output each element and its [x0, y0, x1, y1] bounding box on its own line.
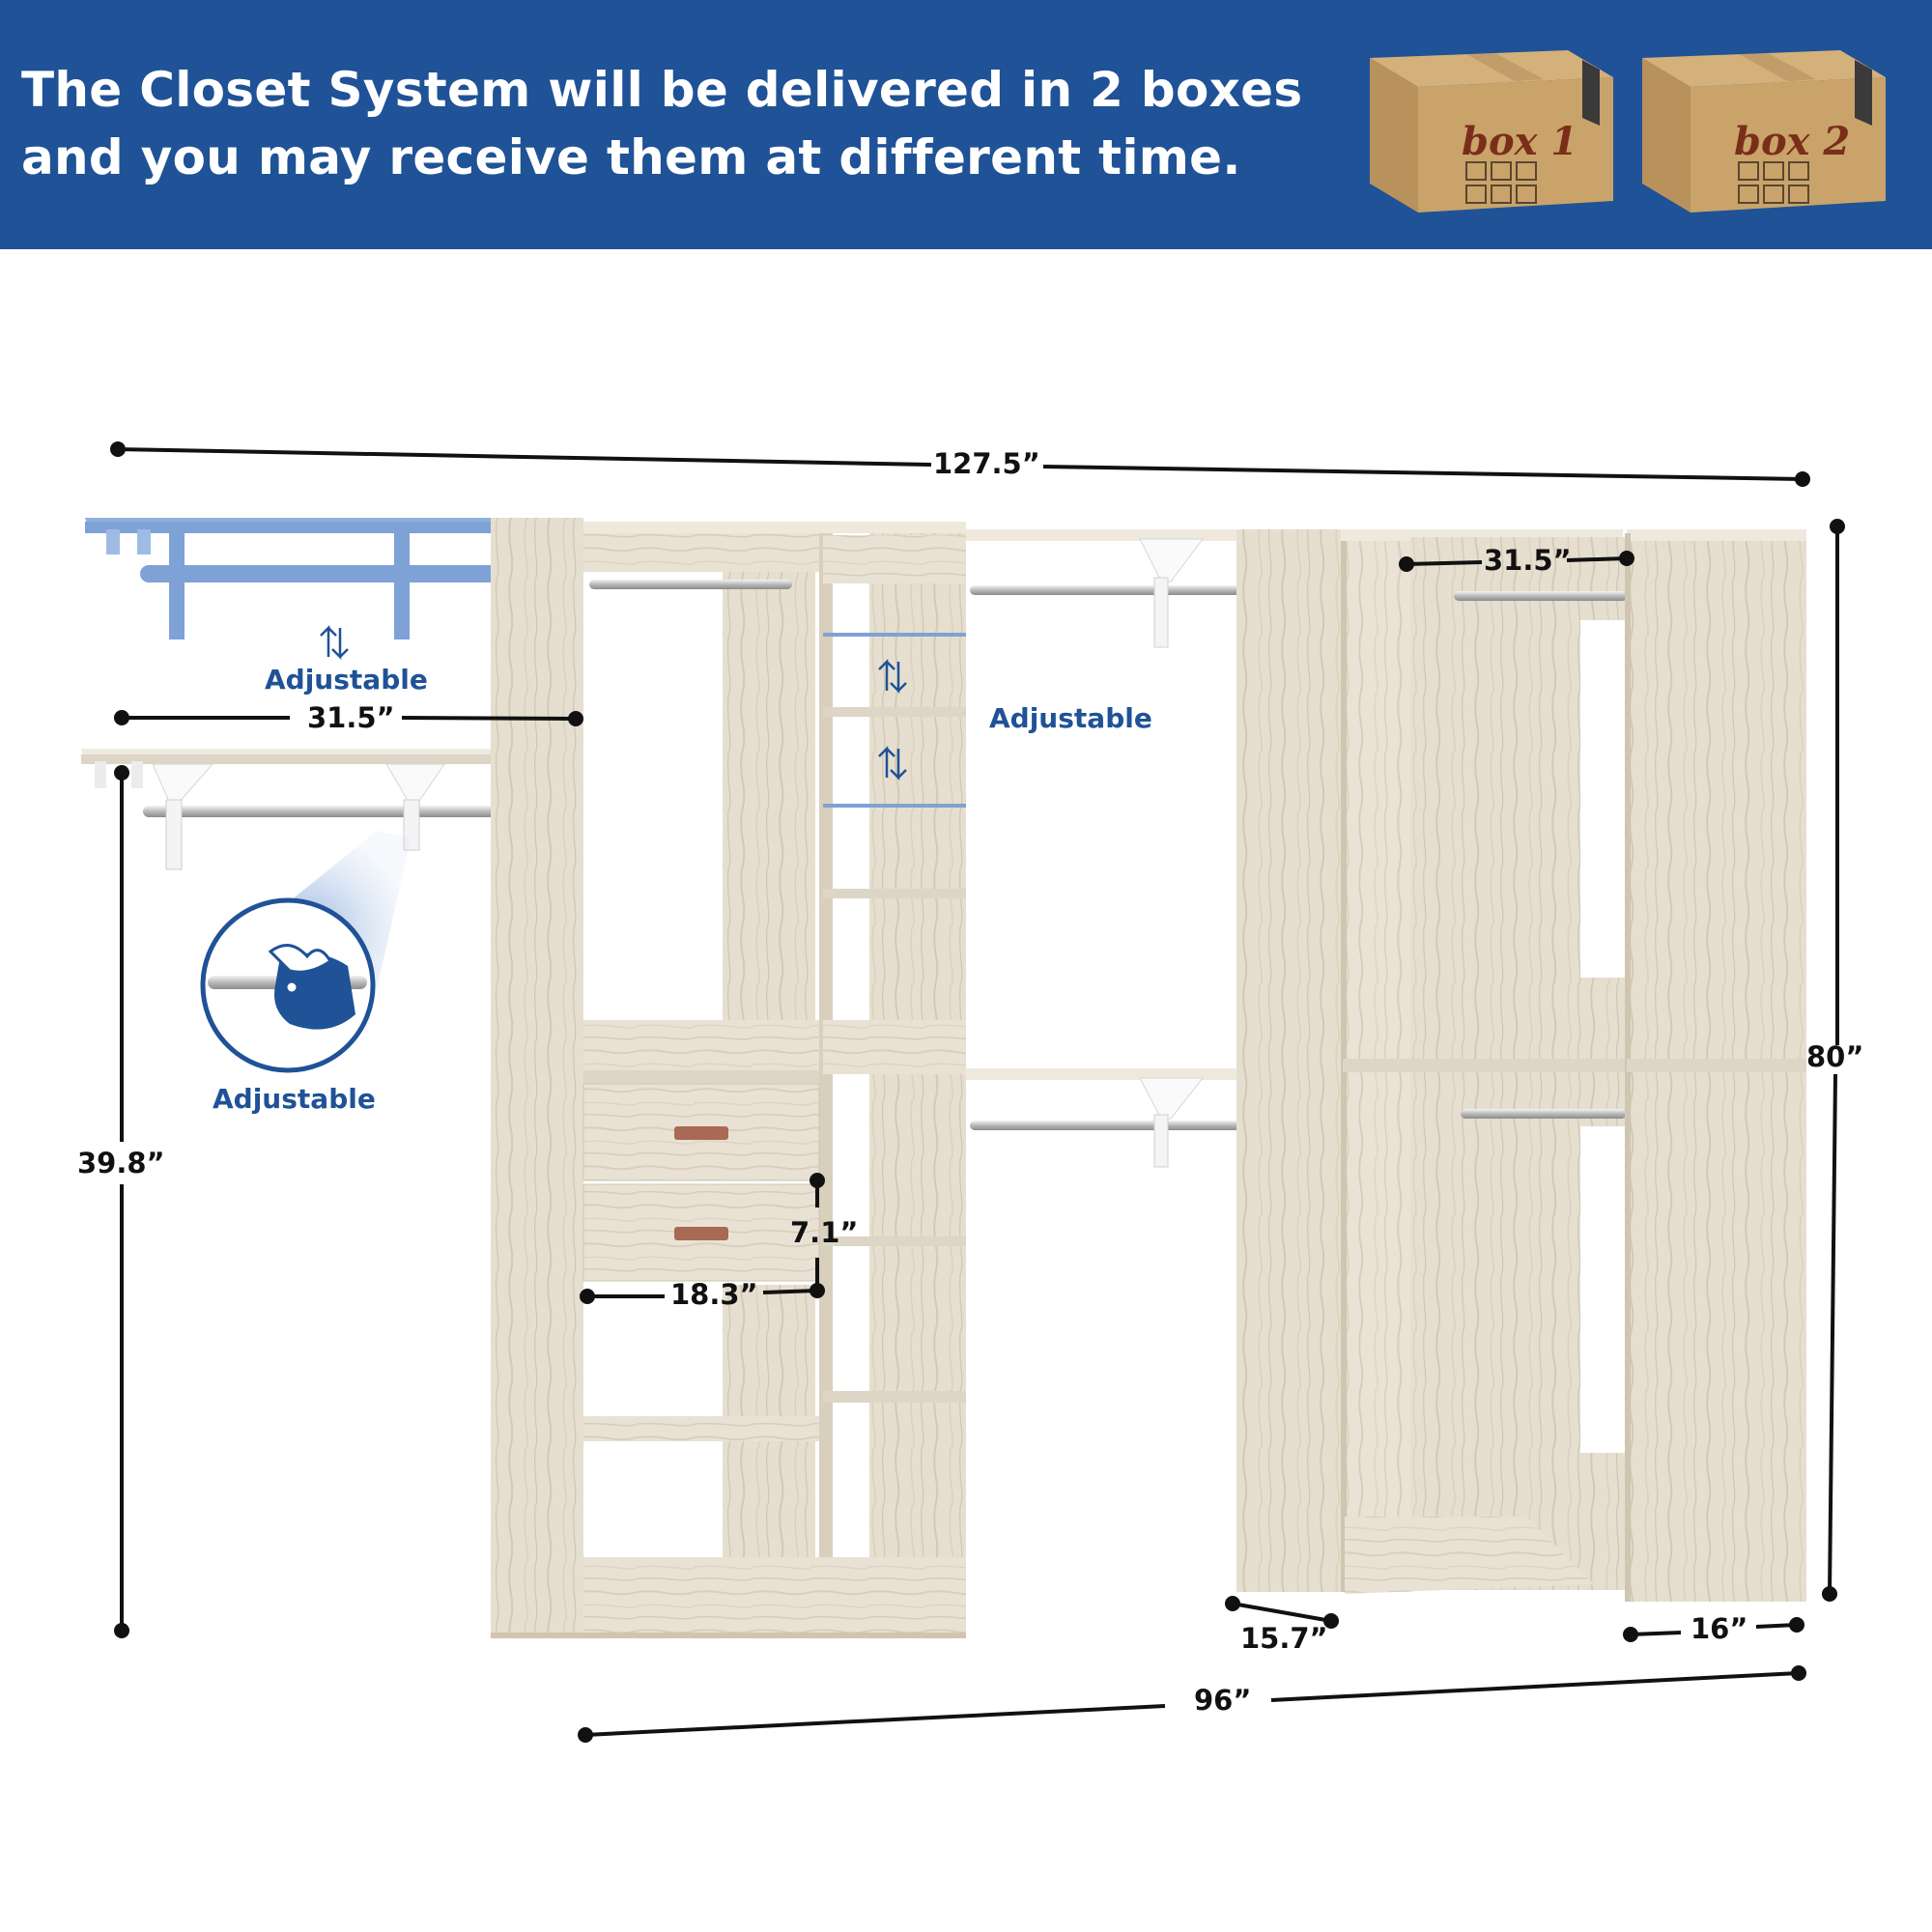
dimension-hanging-height: 39.8” — [77, 1147, 165, 1179]
updown-arrows-icon — [320, 624, 349, 661]
adjustable-label-top: Adjustable — [265, 664, 428, 696]
updown-arrows-icon — [878, 658, 907, 781]
dimension-total-width: 127.5” — [933, 447, 1040, 480]
left-wall-shelf — [81, 749, 580, 870]
dimension-drawer-height: 7.1” — [790, 1216, 859, 1249]
adjustable-label-shelves: Adjustable — [989, 702, 1152, 734]
adjustable-rod-callout — [198, 831, 411, 1073]
box-2-icon: box 2 — [1623, 29, 1889, 222]
headline-line-1: The Closet System will be delivered in 2… — [21, 62, 1303, 118]
dimension-drawer-width: 18.3” — [670, 1278, 758, 1311]
dimension-shelf-width-corner: 31.5” — [1484, 544, 1572, 577]
dimension-shelf-width-left: 31.5” — [307, 701, 395, 734]
headline-line-2: and you may receive them at different ti… — [21, 129, 1241, 185]
hand-grip-icon — [268, 944, 355, 1030]
box-1-label: box 1 — [1462, 119, 1577, 164]
dimension-lines — [110, 441, 1845, 1743]
dimension-height: 80” — [1806, 1040, 1864, 1073]
adjustable-top-shelf — [85, 518, 576, 661]
tower-left — [491, 518, 966, 1638]
drawer-handle — [674, 1227, 728, 1240]
delivery-banner: The Closet System will be delivered in 2… — [0, 0, 1932, 249]
drawer-handle — [674, 1126, 728, 1140]
closet-system-illustration — [81, 441, 1845, 1743]
dimension-depth-right: 16” — [1690, 1612, 1748, 1645]
dimension-depth-left: 15.7” — [1240, 1622, 1328, 1655]
adjustable-label-rod: Adjustable — [213, 1083, 376, 1115]
delivery-headline: The Closet System will be delivered in 2… — [21, 56, 1316, 191]
tower-right-corner — [1236, 529, 1806, 1602]
box-1-icon: box 1 — [1350, 29, 1617, 222]
middle-hanging-section — [966, 529, 1347, 1168]
dimension-base-width: 96” — [1194, 1684, 1252, 1717]
box-2-label: box 2 — [1734, 119, 1850, 164]
